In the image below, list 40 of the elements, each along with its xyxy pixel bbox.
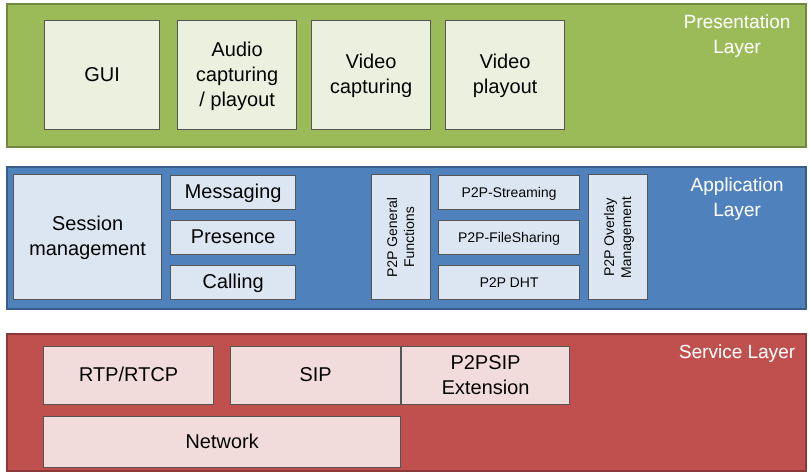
layer-band [6,166,807,310]
component-label: P2P-FileSharing [458,228,560,246]
component-label: P2PSIP Extension [440,350,530,400]
layer-title: Application Layer [690,174,784,223]
layer-title: Presentation Layer [682,11,792,60]
component-label: P2P DHT [480,274,538,292]
component-label: Network [185,430,259,454]
component-box [438,220,580,255]
component-label: P2P-Streaming [462,184,556,202]
component-label: Calling [202,270,264,295]
component-box [43,346,214,405]
component-box [438,175,580,210]
layer-band [6,3,807,148]
component-label: Session management [28,212,147,262]
component-label: GUI [84,62,120,88]
component-label: P2P Overlay Management [601,195,635,280]
component-label: Video capturing [328,50,414,100]
layer-band [6,333,807,472]
component-label: RTP/RTCP [78,363,178,388]
component-label: Video playout [472,50,538,100]
layer-title: Service Layer [678,341,796,365]
component-box [230,346,401,405]
component-box [177,20,297,130]
component-label: SIP [299,363,332,388]
component-box [588,174,648,300]
component-label: Audio capturing / playout [196,38,278,112]
component-box [170,175,296,210]
component-box [43,416,401,468]
component-box [438,265,580,300]
component-label: P2P General Functions [384,196,418,279]
component-label: Presence [190,225,276,250]
component-box [13,174,162,300]
component-box [311,20,431,130]
component-box [401,346,570,405]
component-box [371,174,431,300]
component-box [445,20,565,130]
component-box [44,20,160,130]
component-box [170,220,296,255]
component-label: Messaging [184,180,282,205]
component-box [170,265,296,300]
